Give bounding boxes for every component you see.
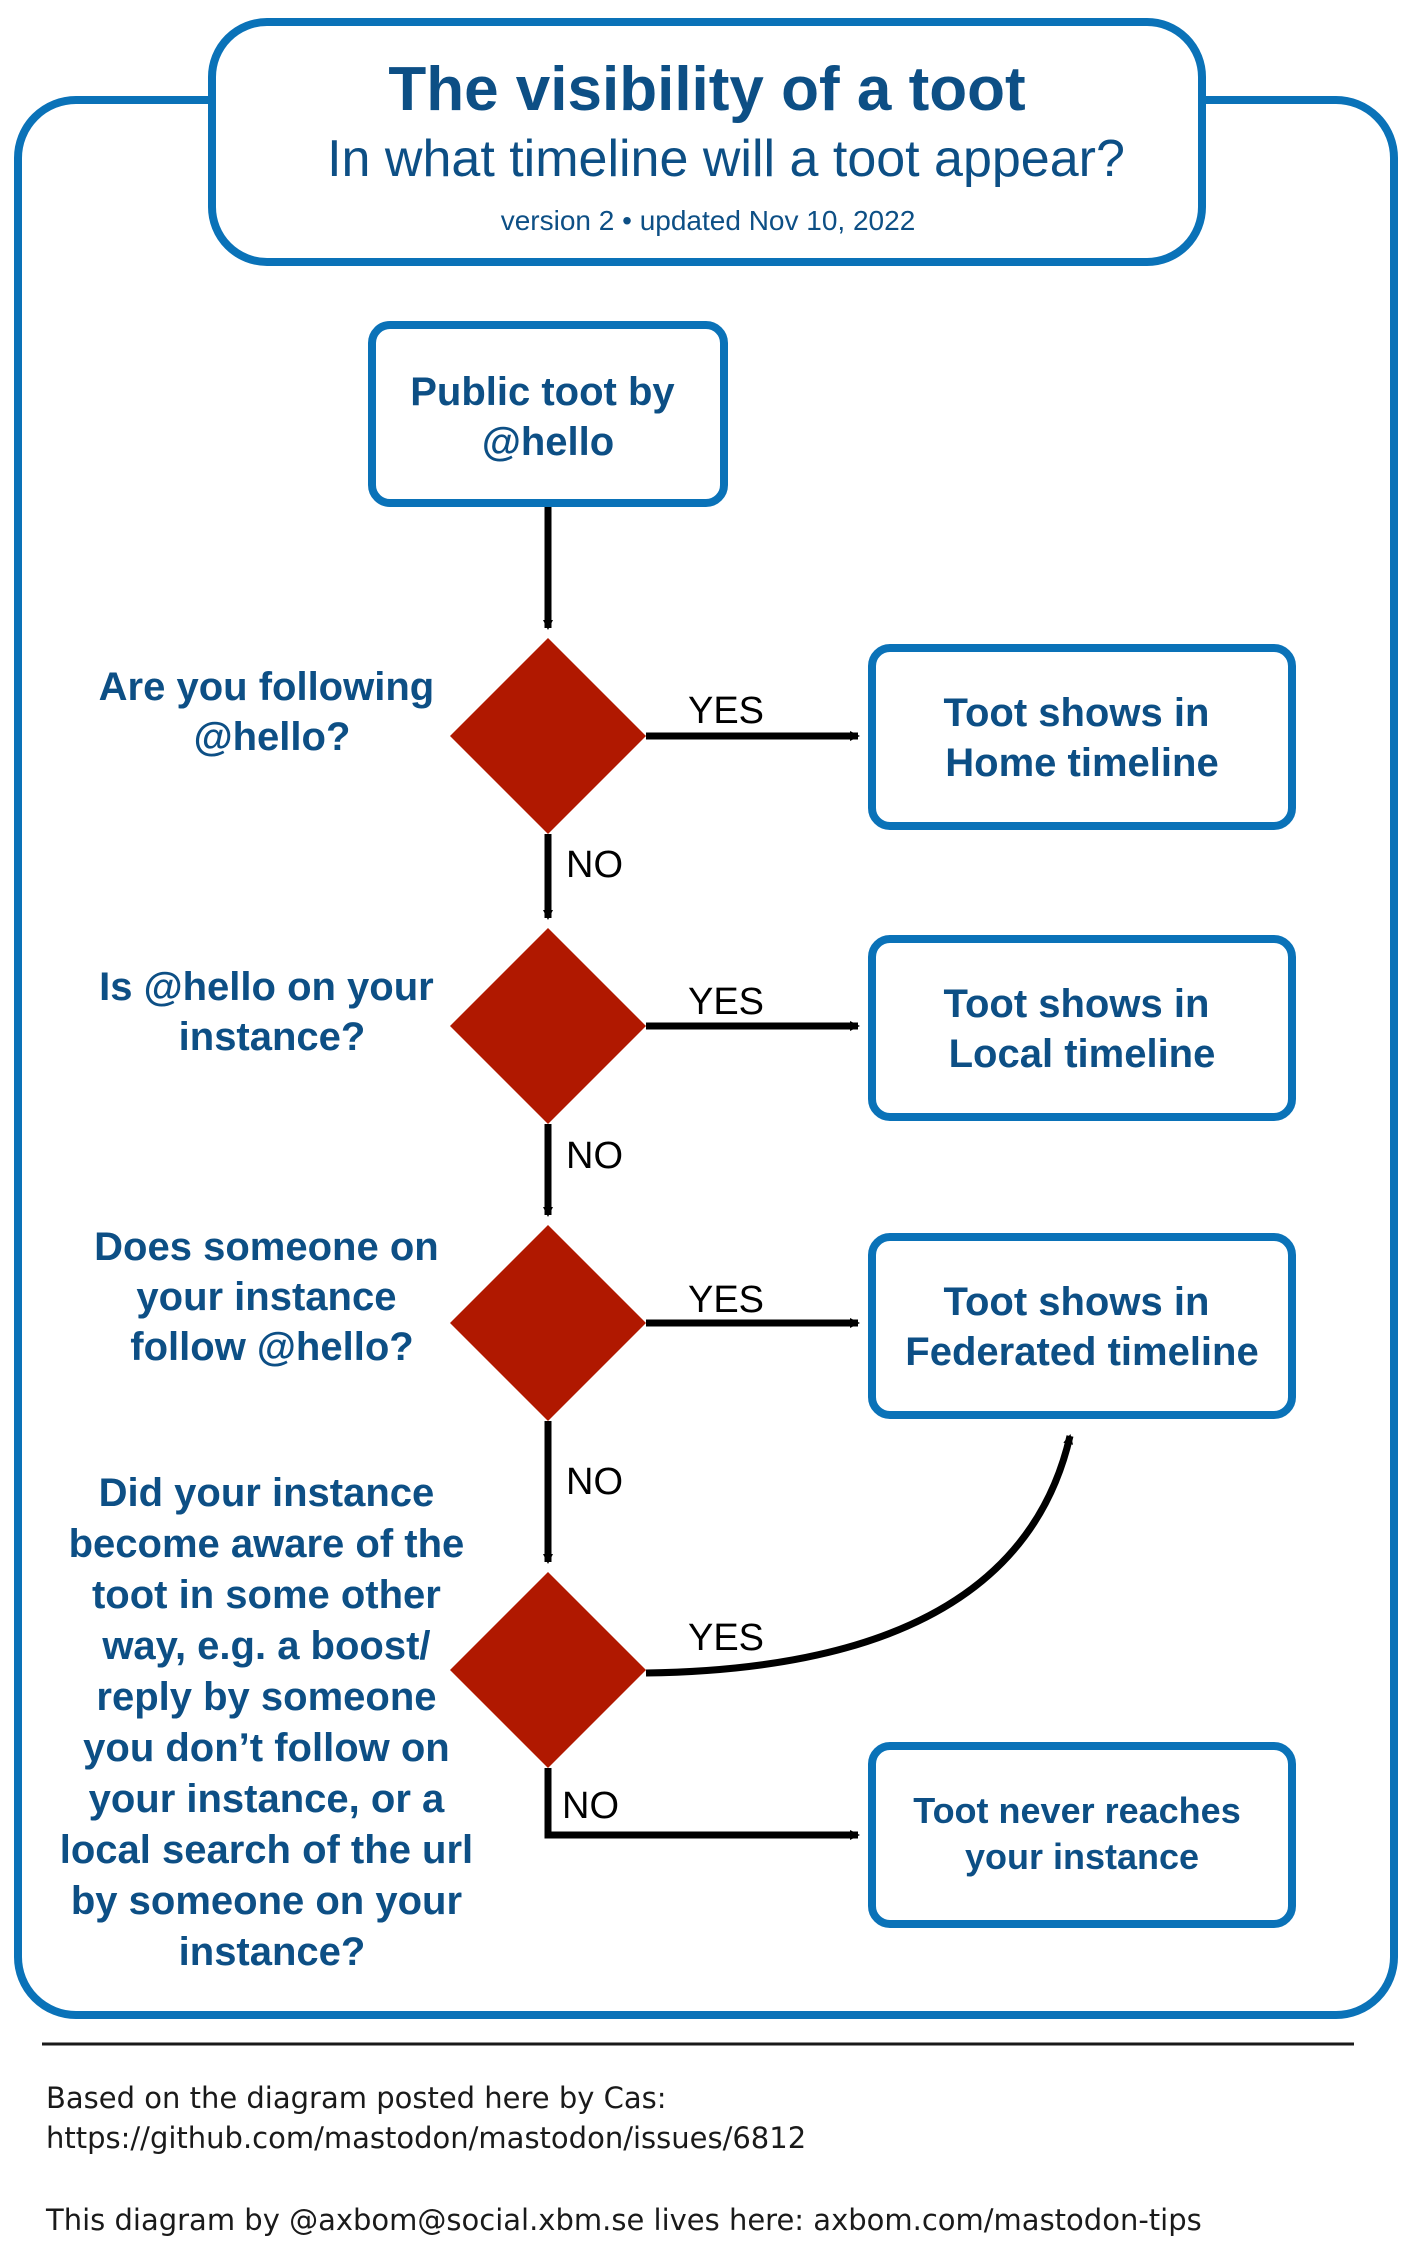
footer-author-line: This diagram by @axbom@social.xbm.se liv… — [46, 2203, 1202, 2237]
no-label-4: NO — [562, 1785, 619, 1827]
question-3-line-3: follow @hello? — [130, 1325, 413, 1369]
question-2-line-1: Is @hello on your — [99, 965, 434, 1009]
question-3-line-1: Does someone on — [94, 1225, 439, 1269]
question-4-line-8: local search of the url — [60, 1828, 473, 1872]
footer-credits: Based on the diagram posted here by Cas:… — [46, 2078, 806, 2158]
footer-author: This diagram by @axbom@social.xbm.se liv… — [46, 2200, 1202, 2240]
question-4-line-7: your instance, or a — [89, 1777, 445, 1821]
arrow-yes-4 — [645, 1434, 1074, 1677]
question-4-line-5: reply by someone — [96, 1675, 436, 1719]
outcome-2: Toot shows in Local timeline — [943, 982, 1220, 1076]
question-2-line-2: instance? — [179, 1015, 366, 1059]
question-4-line-6: you don’t follow on — [83, 1726, 450, 1770]
yes-label-4: YES — [688, 1617, 764, 1659]
start-line-2: @hello — [482, 420, 614, 464]
outcome-2-line-1: Toot shows in — [943, 982, 1209, 1026]
footer-credit-line-1: Based on the diagram posted here by Cas: — [46, 2081, 667, 2115]
yes-label-2: YES — [688, 981, 764, 1023]
question-1: Are you following @hello? — [99, 665, 446, 759]
decision-diamond-4 — [450, 1572, 646, 1768]
question-4-line-9: by someone on your — [71, 1879, 462, 1923]
question-1-line-1: Are you following — [99, 665, 435, 709]
header-box — [208, 18, 1206, 266]
outcome-3: Toot shows in Federated timeline — [905, 1280, 1258, 1374]
outcome-1-line-2: Home timeline — [945, 741, 1218, 785]
outcome-4-line-1: Toot never reaches — [913, 1790, 1240, 1831]
no-label-1: NO — [566, 844, 623, 886]
diagram-subtitle: In what timeline will a toot appear? — [327, 130, 1125, 188]
decision-diamond-2 — [450, 928, 646, 1124]
start-box — [368, 321, 728, 507]
start-text: Public toot by @hello — [410, 370, 686, 464]
outcome-3-line-2: Federated timeline — [905, 1330, 1258, 1374]
outcome-box-4 — [868, 1742, 1296, 1928]
question-4-line-3: toot in some other — [92, 1573, 441, 1617]
footer-credit-line-2: https://github.com/mastodon/mastodon/iss… — [46, 2121, 807, 2155]
decision-diamond-1 — [450, 638, 646, 834]
outcome-2-line-2: Local timeline — [949, 1032, 1216, 1076]
outcome-1: Toot shows in Home timeline — [943, 691, 1220, 785]
yes-label-3: YES — [688, 1279, 764, 1321]
outcome-4: Toot never reaches your instance — [913, 1790, 1250, 1877]
question-1-line-2: @hello? — [194, 715, 351, 759]
question-4-line-4: way, e.g. a boost/ — [101, 1624, 430, 1668]
question-3: Does someone on your instance follow @he… — [94, 1225, 450, 1369]
outcome-box-3 — [868, 1233, 1296, 1419]
question-2: Is @hello on your instance? — [99, 965, 445, 1059]
outcome-1-line-1: Toot shows in — [943, 691, 1209, 735]
start-line-1: Public toot by — [410, 370, 675, 414]
question-4-line-2: become aware of the — [69, 1522, 465, 1566]
yes-label-1: YES — [688, 690, 764, 732]
outcome-box-1 — [868, 644, 1296, 830]
no-label-2: NO — [566, 1135, 623, 1177]
question-4: Did your instance become aware of the to… — [60, 1471, 485, 1974]
no-label-3: NO — [566, 1461, 623, 1503]
question-4-line-1: Did your instance — [99, 1471, 435, 1515]
version-note: version 2 • updated Nov 10, 2022 — [501, 205, 916, 236]
decision-diamond-3 — [450, 1225, 646, 1421]
outcome-3-line-1: Toot shows in — [943, 1280, 1209, 1324]
outcome-box-2 — [868, 935, 1296, 1121]
question-4-line-10: instance? — [179, 1930, 366, 1974]
arrow-no-4 — [544, 1768, 860, 1840]
diagram-title: The visibility of a toot — [388, 55, 1025, 124]
outcome-4-line-2: your instance — [965, 1836, 1199, 1877]
question-3-line-2: your instance — [136, 1275, 396, 1319]
